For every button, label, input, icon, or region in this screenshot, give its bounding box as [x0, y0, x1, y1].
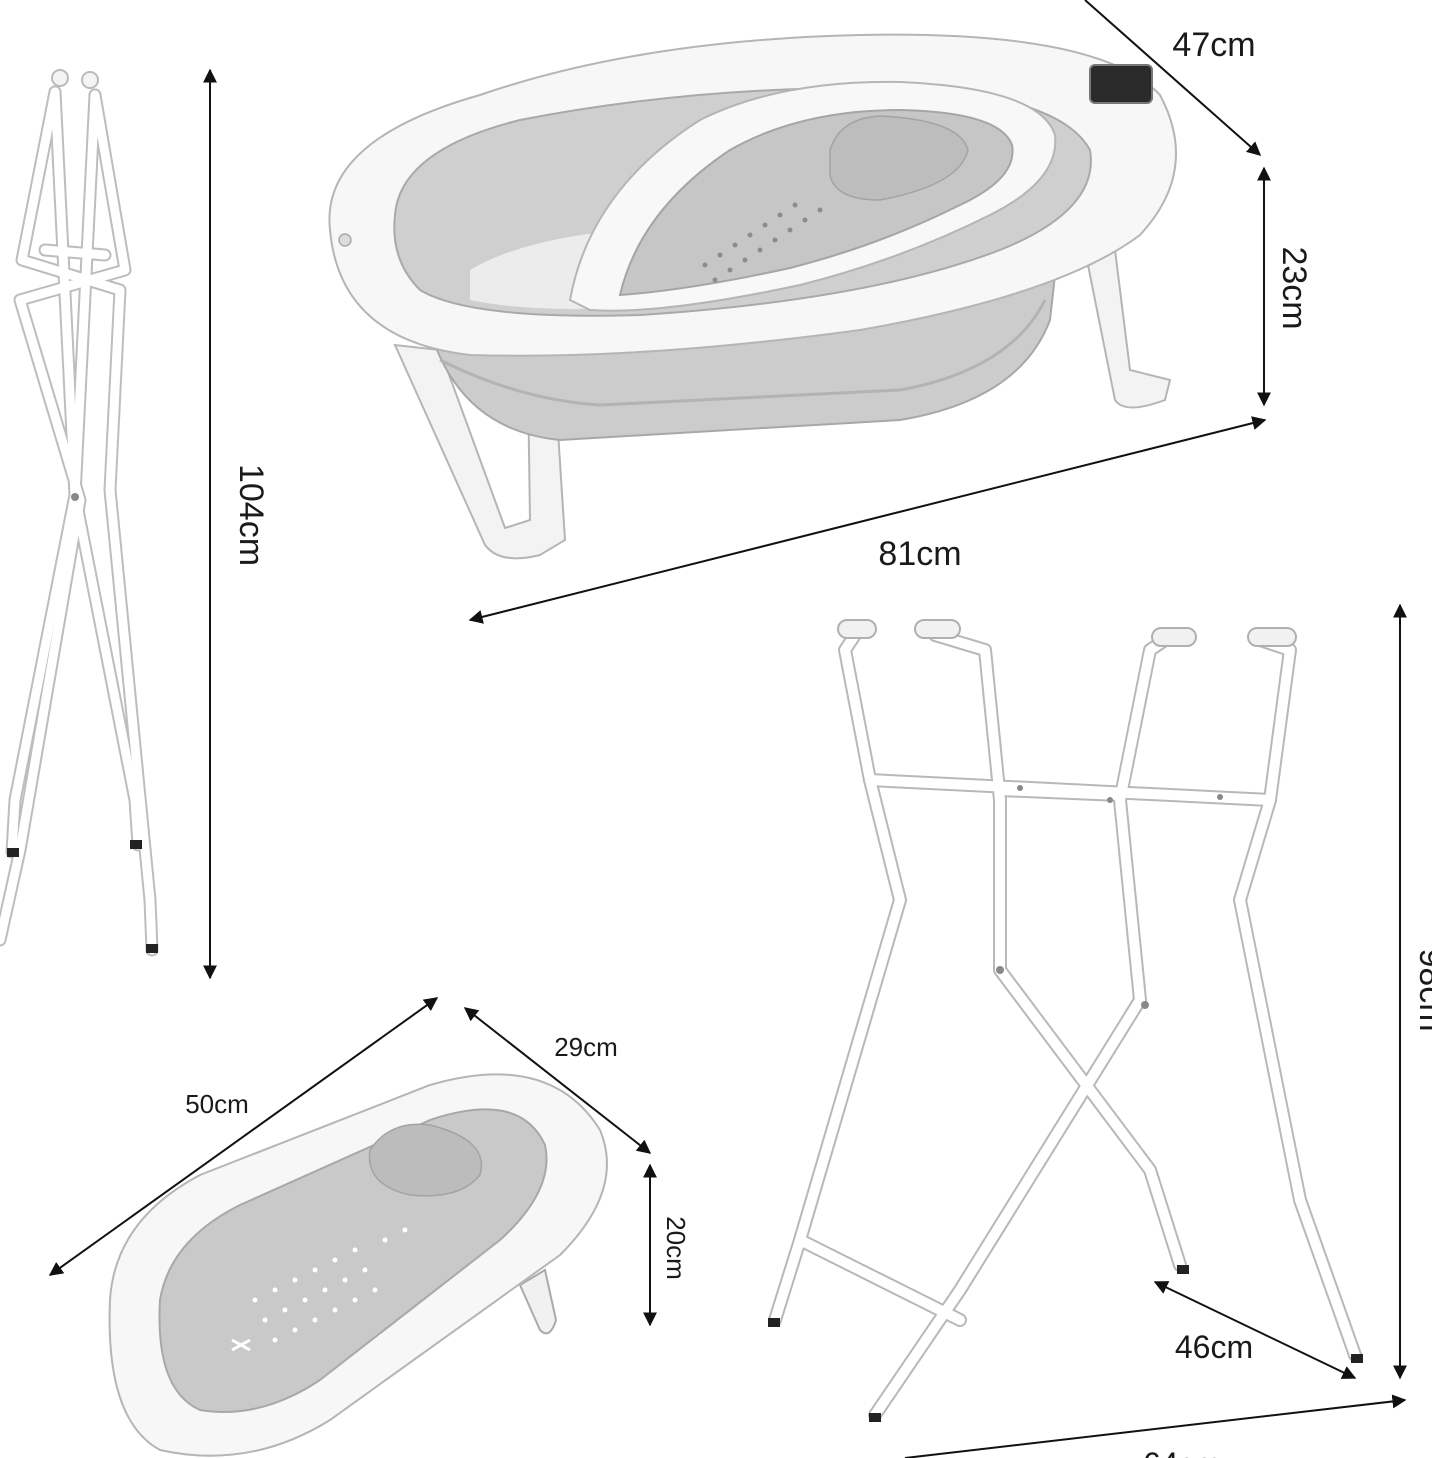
label-folded-tub-height: 20cm: [661, 1216, 691, 1280]
folded-bathtub: [108, 1073, 608, 1457]
dimension-labels: 104cm 47cm 23cm 81cm 50cm 29cm 20cm 98cm…: [185, 26, 1432, 1458]
open-stand: [768, 619, 1363, 1422]
label-stand-folded-height: 104cm: [232, 464, 270, 566]
label-tub-height: 23cm: [1275, 246, 1313, 329]
label-folded-tub-width: 29cm: [554, 1032, 618, 1062]
seat-drain-holes: [702, 202, 823, 283]
open-bathtub: [328, 33, 1177, 560]
label-stand-depth: 46cm: [1175, 1329, 1253, 1365]
label-tub-length: 81cm: [878, 535, 961, 573]
folded-stand: [0, 69, 159, 957]
label-folded-tub-length: 50cm: [185, 1089, 249, 1119]
thermometer-display: [1089, 64, 1153, 104]
dimension-arrows: [48, 0, 1407, 1458]
label-stand-width: 64cm: [1143, 1446, 1221, 1458]
label-stand-height: 98cm: [1412, 948, 1432, 1031]
label-tub-width: 47cm: [1172, 26, 1255, 64]
